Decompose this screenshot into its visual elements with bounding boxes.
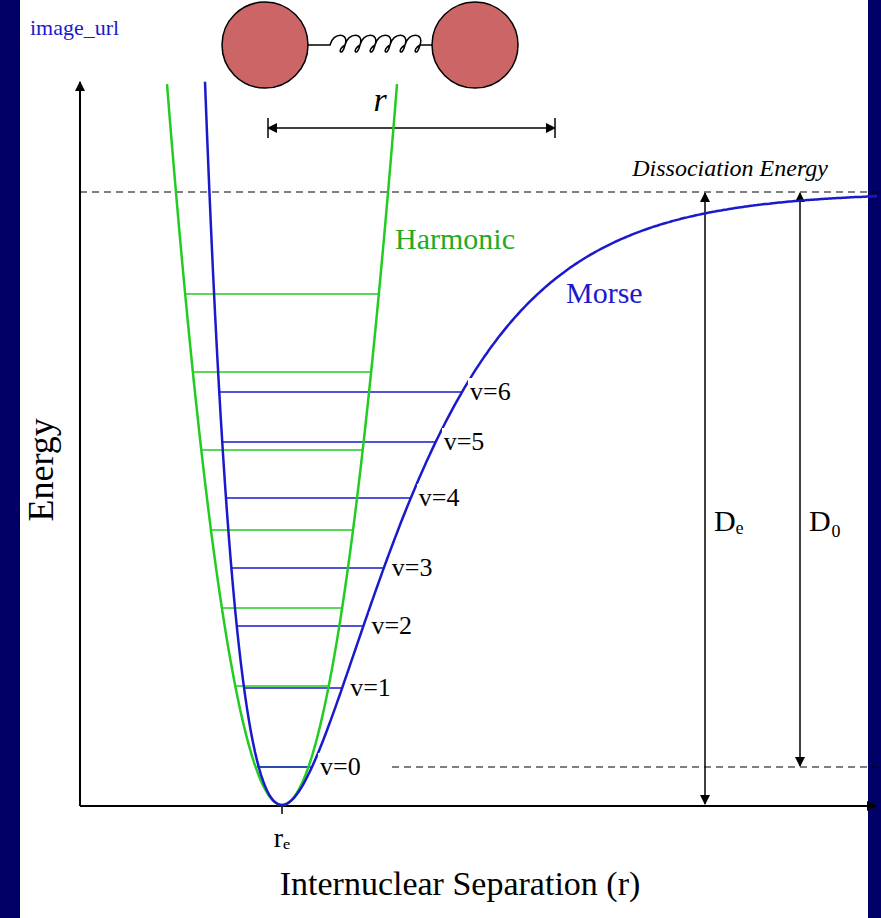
energy-axis [79,82,81,806]
level-label: v=5 [442,428,487,457]
energy-axis-label: Energy [22,418,62,521]
level-label: v=1 [348,674,393,703]
morse-curve [205,82,877,805]
harmonic-level [235,685,328,687]
morse-level [219,391,462,393]
plot-ground [20,0,868,918]
level-label: v=2 [369,612,414,641]
molecule [222,2,555,138]
harmonic-level [211,529,353,531]
separation-axis [80,805,876,807]
morse-level [231,567,383,569]
morse-level [237,625,364,627]
harmonic-level [201,449,362,451]
harmonic-level [222,607,342,609]
d0-arrow [799,193,801,766]
morse-level [226,497,411,499]
separation-axis-label: Internuclear Separation (r) [280,865,641,902]
morse-label: Morse [566,276,643,309]
level-label: v=4 [417,484,462,513]
re-label: rₑ [274,823,291,854]
separation-label: r [373,81,386,118]
zero-point-line [392,766,878,767]
morse-level [259,766,312,768]
level-label: v=0 [318,753,363,782]
level-label: v=3 [390,554,435,583]
harmonic-level [193,371,371,373]
de-label: Dₑ [712,504,745,537]
image-caption: image_url [30,16,119,40]
harmonic-curve [167,84,397,805]
d0-label: D₀ [807,504,843,537]
harmonic-label: Harmonic [395,222,515,255]
dissociation-line [80,191,878,192]
morse-level [222,441,436,443]
level-label: v=6 [468,378,513,407]
de-arrow [704,193,706,804]
dissociation-label: Dissociation Energy [632,155,828,181]
